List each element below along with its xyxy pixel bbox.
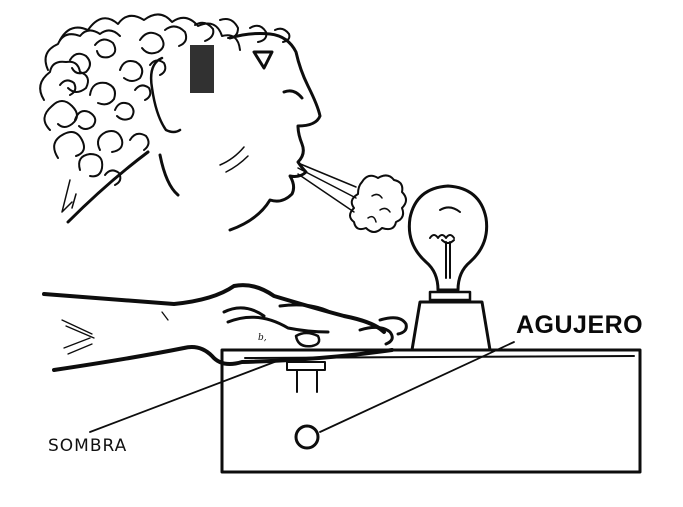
label-agujero: AGUJERO xyxy=(516,311,644,339)
collar-lines xyxy=(61,179,77,213)
face-profile xyxy=(228,32,322,232)
air-puff xyxy=(297,162,407,233)
eye xyxy=(252,50,274,70)
arm-top xyxy=(42,283,386,334)
hole xyxy=(294,424,320,450)
sombra-leader xyxy=(89,357,286,433)
nose-detail xyxy=(282,89,304,100)
bulb-filament xyxy=(429,234,455,279)
ear-shadow xyxy=(190,45,214,93)
ear xyxy=(149,56,182,134)
cheek-lines xyxy=(219,146,249,173)
neck xyxy=(66,150,180,224)
label-sombra: SOMBRA xyxy=(48,436,128,456)
light-bulb xyxy=(407,184,492,352)
person-head xyxy=(39,13,322,232)
box-body xyxy=(220,348,642,474)
curly-hair xyxy=(39,13,291,186)
bulb-glass xyxy=(407,184,489,292)
finger-lines xyxy=(222,303,332,334)
hand: b, xyxy=(42,283,408,372)
hand-mark: b, xyxy=(258,333,267,343)
fingernail xyxy=(294,331,321,348)
bulb-collar xyxy=(428,290,472,302)
arm-bottom xyxy=(52,345,394,372)
bulb-base xyxy=(410,300,492,352)
agujero-leader xyxy=(319,341,515,433)
box xyxy=(220,348,642,474)
arm-hair xyxy=(61,311,169,355)
post-cap xyxy=(286,361,326,371)
air-stream-lines xyxy=(297,162,357,213)
puff-cloud xyxy=(349,174,407,233)
puff-curls xyxy=(367,193,391,223)
fingertips xyxy=(358,316,408,346)
bulb-highlight xyxy=(439,206,461,213)
